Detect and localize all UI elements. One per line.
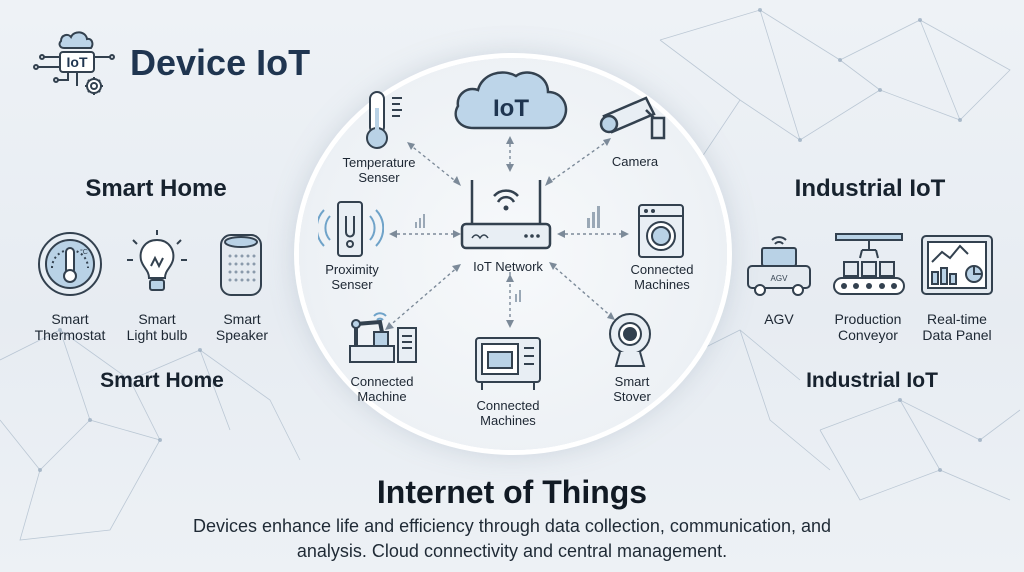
- proximity-sensor-icon: [318, 201, 384, 257]
- industrial-iot-footer: Industrial IoT: [806, 369, 938, 392]
- proximity-sensor-label: Proximity Senser: [325, 262, 379, 292]
- network-connections: [385, 136, 629, 330]
- light-bulb-icon: [127, 230, 187, 291]
- svg-text:°C: °C: [80, 248, 88, 256]
- washing-machine-icon: [638, 204, 684, 258]
- agv-badge: AGV: [771, 274, 789, 283]
- smart-home-title: Smart Home: [85, 175, 227, 202]
- smart-stove-icon: [609, 313, 651, 367]
- smart-stove-label: Smart Stover: [613, 374, 651, 404]
- logo-text: IoT: [67, 54, 88, 70]
- industrial-machine-icon: [475, 337, 541, 390]
- cloud-icon: IoT: [454, 71, 568, 130]
- iot-network-label: IoT Network: [473, 259, 543, 274]
- smart-light-bulb-label: Smart Light bulb: [126, 311, 188, 343]
- camera-icon: [599, 96, 666, 140]
- description-text: Devices enhance life and efficiency thro…: [192, 516, 832, 561]
- speaker-icon: [220, 234, 262, 296]
- iot-logo-icon: IoT: [33, 31, 115, 95]
- temperature-sensor-label: Temperature Senser: [342, 155, 416, 185]
- conveyor-icon: [833, 233, 905, 295]
- smart-speaker-label: Smart Speaker: [215, 311, 269, 343]
- agv-icon: AGV: [747, 236, 811, 296]
- connected-machines-right-label: Connected Machines: [630, 262, 694, 292]
- industrial-iot-title: Industrial IoT: [794, 175, 946, 202]
- main-title: Internet of Things: [376, 474, 648, 510]
- cloud-label: IoT: [493, 95, 529, 122]
- robot-arm-icon: [349, 312, 417, 363]
- agv-label: AGV: [764, 311, 794, 327]
- smart-home-footer: Smart Home: [100, 369, 224, 392]
- camera-label: Camera: [611, 154, 659, 169]
- production-conveyor-label: Production Conveyor: [834, 311, 902, 343]
- router-icon: [460, 180, 552, 250]
- thermostat-icon: °C: [38, 232, 102, 296]
- temperature-sensor-icon: [366, 91, 402, 149]
- smart-thermostat-label: Smart Thermostat: [34, 311, 106, 343]
- data-panel-label: Real-time Data Panel: [922, 311, 992, 343]
- connected-machine-left-label: Connected Machine: [350, 374, 414, 404]
- page-title: Device IoT: [130, 42, 311, 83]
- data-panel-icon: [921, 235, 993, 295]
- connected-machines-bottom-label: Connected Machines: [476, 398, 540, 428]
